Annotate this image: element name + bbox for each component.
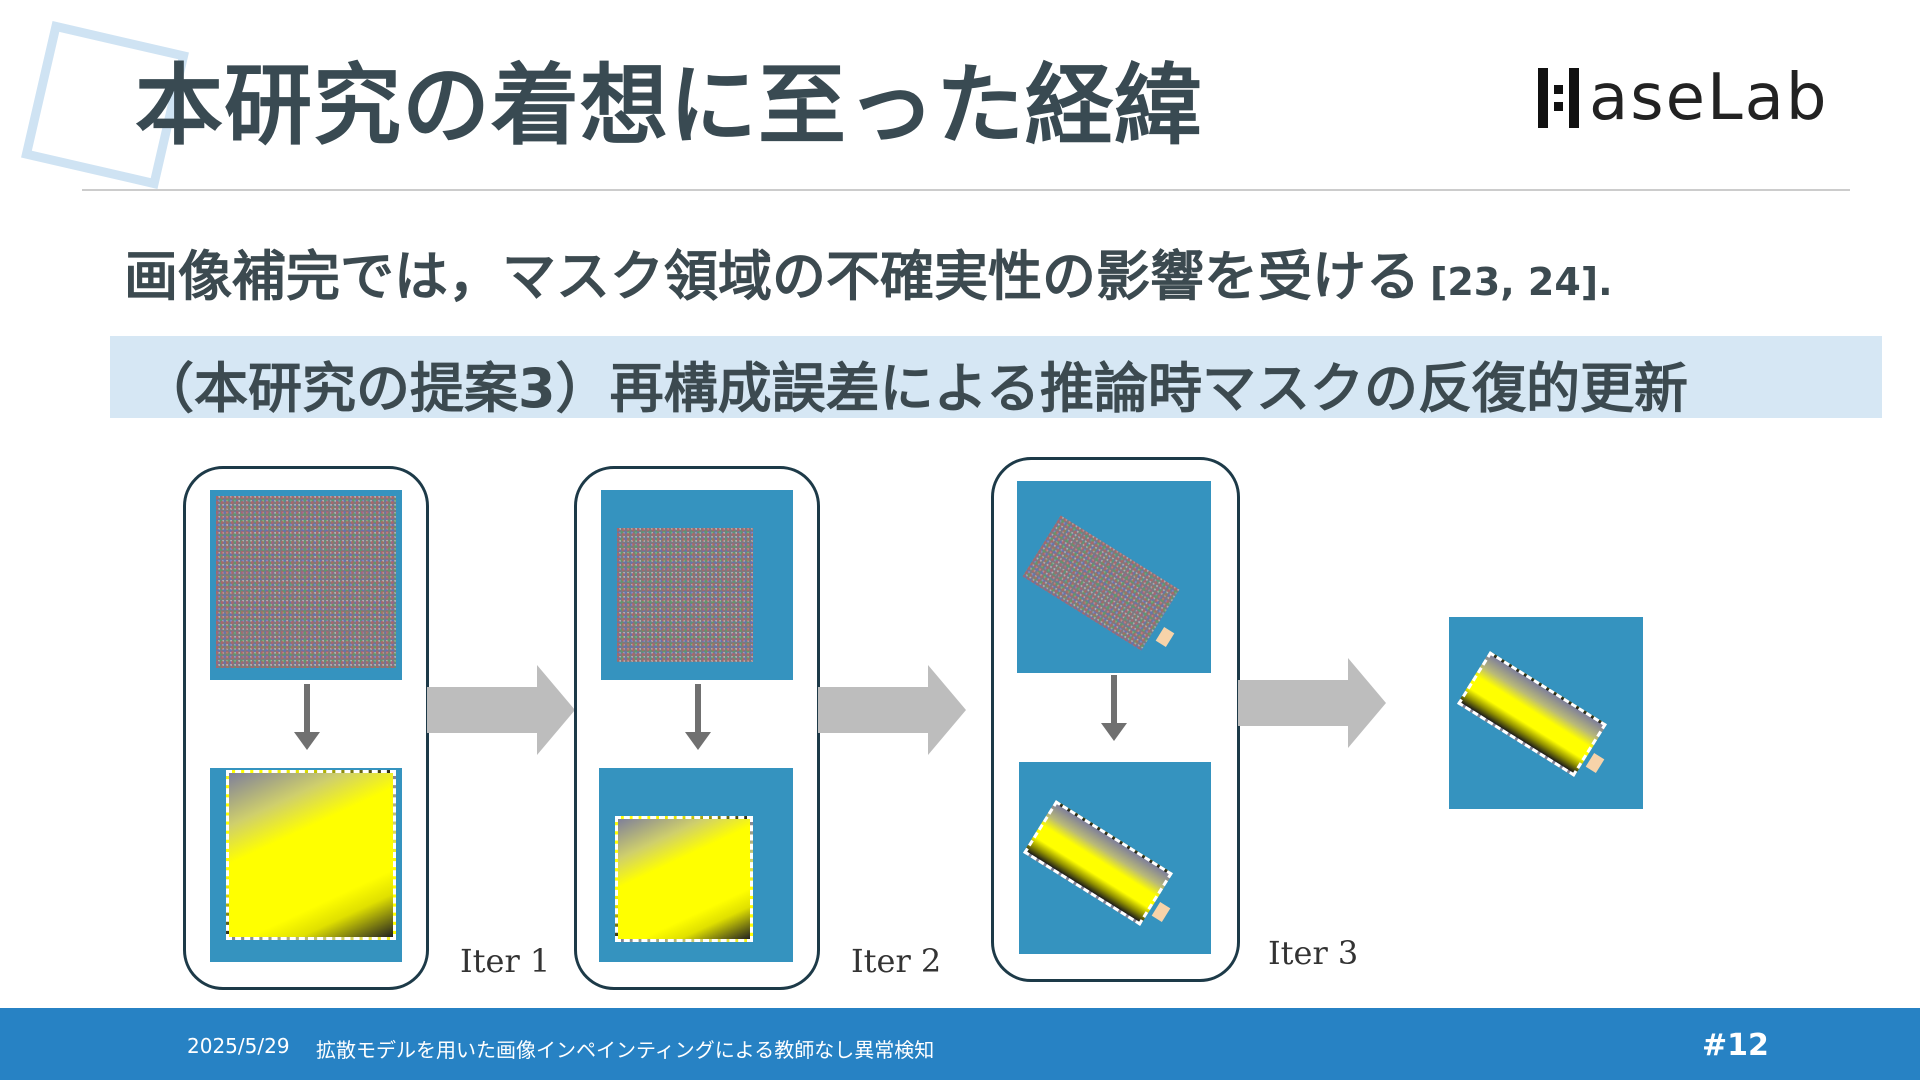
- final-result-tile: [1449, 617, 1643, 809]
- iter1-mask-region: [226, 770, 396, 940]
- iter3-input-tile: [1017, 481, 1211, 673]
- iter1-output-tile: [210, 768, 402, 962]
- proposal-banner-text: （本研究の提案3）再構成誤差による推論時マスクの反復的更新: [140, 357, 1688, 420]
- footer-bar: 2025/5/29 拡散モデルを用いた画像インペインティングによる教師なし異常検…: [0, 1008, 1920, 1080]
- iter2-noise-region: [617, 528, 753, 662]
- proposal-banner: （本研究の提案3）再構成誤差による推論時マスクの反復的更新: [110, 336, 1882, 420]
- final-result-tab: [1585, 753, 1605, 773]
- subtitle: 画像補完では，マスク領域の不確実性の影響を受ける[23, 24].: [124, 232, 1613, 311]
- subtitle-text: 画像補完では，マスク領域の不確実性の影響を受ける: [124, 245, 1420, 308]
- iter2-input-tile: [601, 490, 793, 680]
- subtitle-reference: [23, 24].: [1430, 260, 1613, 304]
- iter2-down-arrow: [685, 684, 711, 750]
- iteration-label-3: Iter 3: [1268, 934, 1359, 972]
- slide-number: #12: [1702, 1028, 1769, 1063]
- iter2-output-tile: [599, 768, 793, 962]
- iter2-mask-region: [615, 816, 753, 942]
- iter1-input-tile: [210, 490, 402, 680]
- iter3-input-tab: [1155, 627, 1175, 647]
- iter3-noise-region: [1022, 515, 1180, 651]
- slide-title: 本研究の着想に至った経緯: [135, 54, 1204, 157]
- footer-presentation-title: 拡散モデルを用いた画像インペインティングによる教師なし異常検知: [316, 1038, 935, 1062]
- iter1-noise-region: [216, 496, 396, 668]
- iter3-output-tile: [1019, 762, 1211, 954]
- iter3-to-result-arrow: [1238, 658, 1386, 748]
- final-mask-region: [1457, 651, 1607, 777]
- logo-mark-icon: [1538, 68, 1579, 128]
- lab-logo: aseLab: [1538, 62, 1828, 134]
- iteration-label-2: Iter 2: [851, 942, 942, 980]
- iter3-down-arrow: [1101, 675, 1127, 741]
- footer-date: 2025/5/29: [187, 1034, 290, 1058]
- iteration-label-1: Iter 1: [460, 942, 551, 980]
- iter3-output-tab: [1151, 902, 1171, 922]
- logo-text: aseLab: [1589, 61, 1829, 135]
- iter3-mask-region: [1023, 800, 1173, 926]
- iter1-to-iter2-arrow: [427, 665, 575, 755]
- title-divider: [82, 189, 1850, 191]
- iter2-to-iter3-arrow: [818, 665, 966, 755]
- iter1-down-arrow: [294, 684, 320, 750]
